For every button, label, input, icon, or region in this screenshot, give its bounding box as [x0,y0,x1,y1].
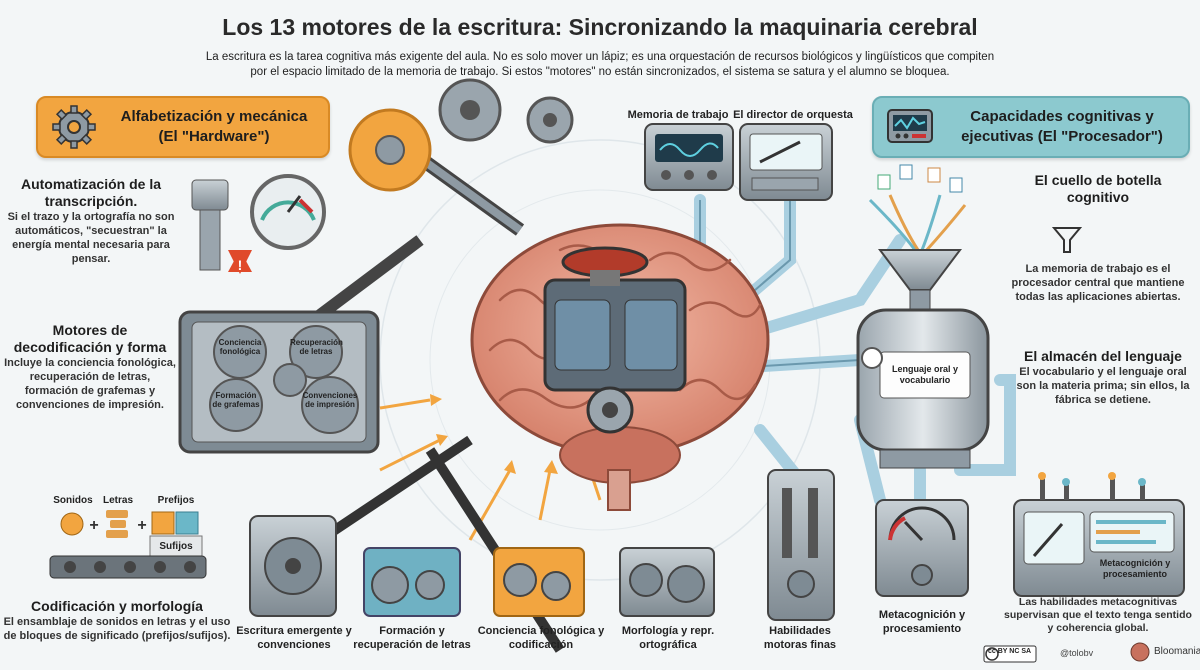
section-body: Incluye la conciencia fonológica, recupe… [4,357,176,411]
site-credit: Bloomania.es [1154,646,1200,657]
morph-label-sonidos: Sonidos [53,495,93,506]
hardware-banner: Alfabetización y mecánica (El "Hardware"… [36,96,330,158]
section-body: Si el trazo y la ortografía no son autom… [7,211,175,265]
bottleneck-heading: El cuello de botella cognitivo [1008,172,1188,206]
section-heading: Codificación y morfología [31,598,203,614]
section-body: El vocabulario y el lenguaje oral son la… [1016,366,1190,406]
bottleneck-body-block: La memoria de trabajo es el procesador c… [1008,262,1188,304]
transcription-section: Automatización de la transcripción. Si e… [6,176,176,266]
section-body: La memoria de trabajo es el procesador c… [1011,263,1185,303]
svg-text:!: ! [238,257,243,273]
bottom-label-phonology: Conciencia fonológica y codificación [477,625,605,651]
page-title: Los 13 motores de la escritura: Sincroni… [222,14,978,40]
svg-text:+: + [89,517,98,534]
svg-text:+: + [137,517,146,534]
funnel-icon [1051,226,1083,254]
decoding-section: Motores de decodificación y forma Incluy… [4,322,176,412]
morph-label-prefijos: Prefijos [157,495,195,506]
intro-paragraph: La escritura es la tarea cognitiva más e… [205,51,995,78]
gear-icon [52,105,96,149]
bottom-label-emergent: Escritura emergente y convenciones [236,625,352,651]
metacognition-note: Las habilidades metacognitivas supervisa… [1000,596,1196,635]
gear-label: Convenciones de impresión [302,391,358,409]
section-heading: El almacén del lenguaje [1024,348,1182,364]
gear-label: Conciencia fonológica [218,338,262,356]
director-label: El director de orquesta [733,109,853,121]
memory-label: Memoria de trabajo [627,109,729,121]
language-store-section: El almacén del lenguaje El vocabulario y… [1010,348,1196,407]
gear-label: Recuperación de letras [290,338,343,356]
section-heading: Motores de decodificación y forma [13,322,167,355]
gear-label: Formación de grafemas [212,391,260,409]
monitor-icon [887,109,933,143]
bottom-label-metacognition: Metacognición y procesamiento [878,609,966,635]
meta-panel-label: Metacognición y procesamiento [1099,558,1171,579]
section-body: El ensamblaje de sonidos en letras y el … [3,616,231,642]
processor-banner-text: Capacidades cognitivas y ejecutivas (El … [961,108,1163,145]
morph-label-sufijos: Sufijos [159,541,193,552]
processor-banner: Capacidades cognitivas y ejecutivas (El … [872,96,1190,158]
hardware-banner-text: Alfabetización y mecánica (El "Hardware"… [120,108,308,145]
bottom-label-morphology: Morfología y repr. ortográfica [621,625,715,651]
morphology-section: Codificación y morfología El ensamblaje … [2,598,232,643]
section-heading: Automatización de la transcripción. [20,176,162,209]
license-badge: cc BY NC SA [988,648,1032,655]
morph-label-letras: Letras [102,495,133,506]
bottom-label-letters: Formación y recuperación de letras [353,625,471,651]
author-handle: @tolobv [1060,648,1094,658]
tank-label: Lenguaje oral y vocabulario [891,364,959,385]
section-heading: El cuello de botella cognitivo [1034,172,1162,205]
section-body: Las habilidades metacognitivas supervisa… [1004,596,1192,634]
bottom-label-motor: Habilidades motoras finas [763,625,837,651]
